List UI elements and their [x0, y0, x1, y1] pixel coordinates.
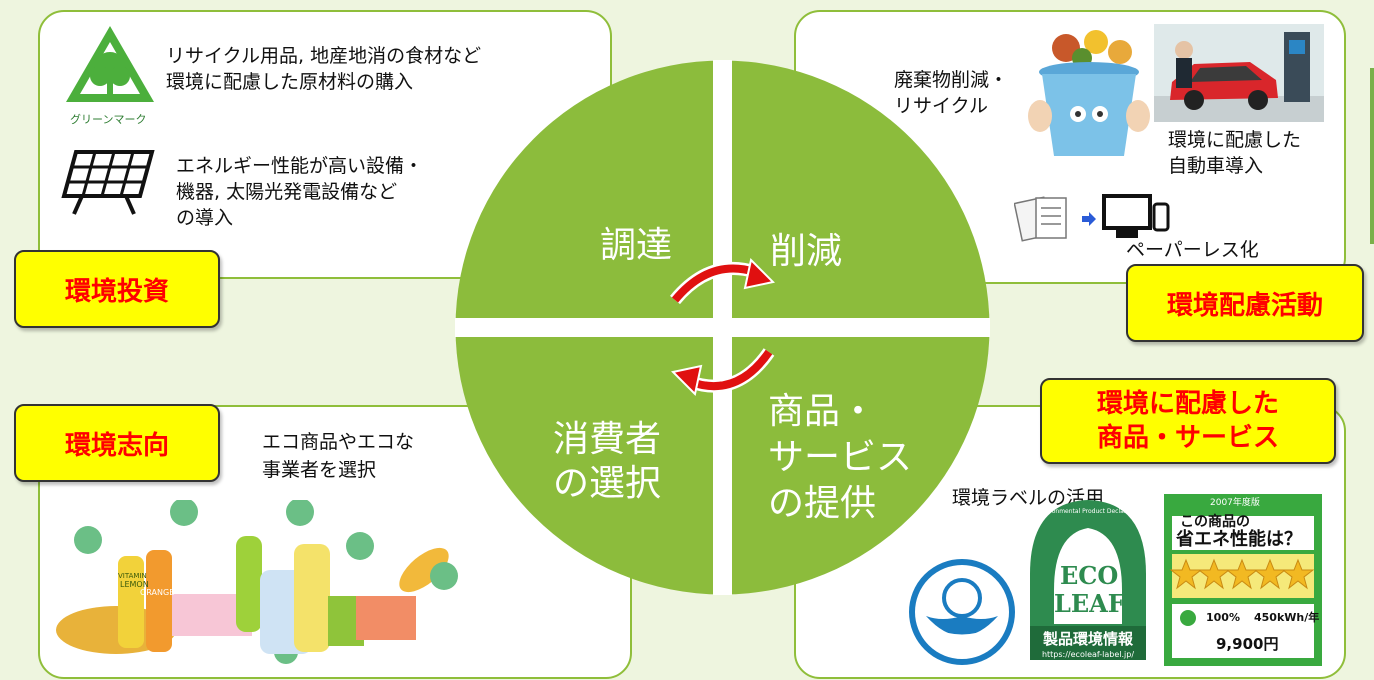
quadrant-procurement: 調達	[600, 225, 673, 266]
car-text-line2: 自動車導入	[1168, 155, 1264, 177]
purchase-text-line1: リサイクル用品, 地産地消の食材など	[166, 45, 482, 67]
energy-value2: 450kWh/年	[1254, 611, 1320, 624]
ecoleaf-text-line2: LEAF	[1054, 589, 1125, 618]
quadrant-consumer-choice-line2: の選択	[553, 463, 662, 504]
equipment-text-line3: の導入	[176, 207, 234, 229]
eco-choice-text-line1: エコ商品やエコな	[262, 431, 415, 453]
eco-products-illustration	[56, 498, 466, 670]
equipment-text-line2: 機器, 太陽光発電設備など	[176, 181, 398, 203]
eco-choice-text-line2: 事業者を選択	[262, 459, 377, 481]
quadrant-provision-line1: 商品・	[768, 391, 877, 432]
label-environmental-activity: 環境配慮活動	[1126, 264, 1364, 342]
eco-label-text: 環境ラベルの活用	[952, 487, 1105, 509]
waste-text-line2: リサイクル	[894, 95, 989, 117]
electric-car-icon	[1154, 24, 1324, 122]
green-mark-icon	[60, 20, 160, 130]
purchase-text-line2: 環境に配慮した原材料の購入	[166, 71, 414, 93]
quadrant-provision-line2: サービス	[768, 437, 913, 478]
bottle-label-line2: LEMON	[120, 580, 149, 589]
energy-value1: 100%	[1206, 611, 1240, 624]
devices-icon	[1100, 192, 1172, 244]
ecoleaf-jp-text: 製品環境情報	[1042, 630, 1133, 648]
ecoleaf-text-line1: ECO	[1060, 561, 1119, 590]
cycle-diagram	[455, 60, 990, 595]
paperless-text: ペーパーレス化	[1126, 239, 1259, 261]
energy-price: 9,900円	[1216, 635, 1279, 653]
label-environmental-investment: 環境投資	[14, 250, 220, 328]
ecoleaf-url: https://ecoleaf-label.jp/	[1041, 650, 1135, 659]
quadrant-consumer-choice-line1: 消費者	[553, 419, 662, 460]
quadrant-reduction: 削減	[770, 231, 843, 272]
ecoleaf-arc-text: Environmental Product Declaration	[1036, 508, 1142, 515]
green-mark-caption: グリーンマーク	[70, 113, 147, 126]
trash-bin-icon	[1026, 28, 1152, 160]
bottle-label-line1: VITAMIN	[118, 572, 147, 580]
energy-label	[1164, 494, 1322, 666]
car-text-line1: 環境に配慮した	[1168, 129, 1302, 151]
equipment-text-line1: エネルギー性能が高い設備・	[176, 155, 424, 177]
waste-text-line1: 廃棄物削減・	[894, 69, 1009, 91]
energy-year: 2007年度版	[1210, 498, 1260, 508]
document-icon	[1013, 196, 1076, 242]
energy-title-line2: 省エネ性能は？	[1176, 529, 1302, 550]
arrow-right-icon	[1080, 210, 1098, 228]
label-environmental-orientation: 環境志向	[14, 404, 220, 482]
ecomark-icon	[906, 556, 1018, 668]
quadrant-provision-line3: の提供	[768, 483, 877, 524]
bottle-label-orange: ORANGE	[140, 588, 175, 597]
energy-title-line1: この商品の	[1180, 514, 1250, 530]
label-eco-products-services: 環境に配慮した 商品・サービス	[1040, 378, 1336, 464]
solar-panel-icon	[60, 148, 156, 218]
ecoleaf-label	[1024, 494, 1152, 666]
right-edge-bar	[1370, 68, 1374, 244]
